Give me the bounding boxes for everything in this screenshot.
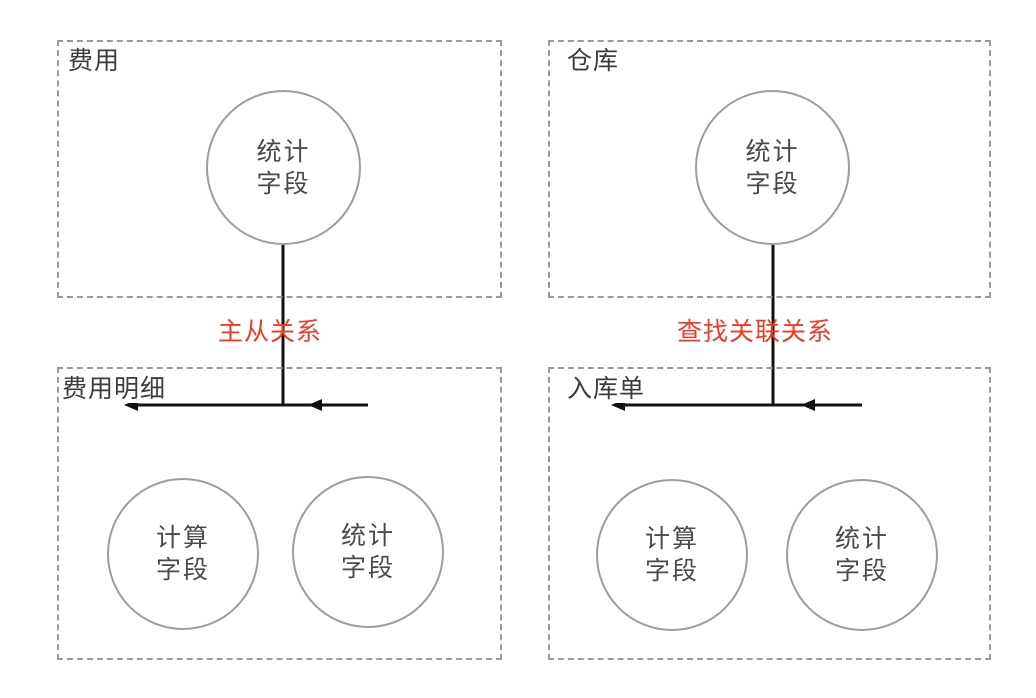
field-node-label-line1: 统计 — [256, 137, 311, 166]
connector-left-group — [124, 245, 368, 411]
field-node-label-line2: 字段 — [340, 554, 395, 582]
entity-panel-title-inbound-order: 入库单 — [565, 375, 648, 403]
field-node-label-line1: 计算 — [155, 524, 210, 552]
field-node-label-line2: 字段 — [834, 557, 889, 585]
field-node-warehouse-stat[interactable]: 统计 字段 — [695, 90, 850, 245]
field-node-inbound-order-stat[interactable]: 统计 字段 — [786, 479, 938, 631]
entity-panel-expense — [57, 40, 502, 298]
field-node-label-line1: 统计 — [340, 522, 395, 550]
field-node-expense-stat[interactable]: 统计 字段 — [206, 90, 361, 245]
entity-panel-title-expense-detail: 费用明细 — [60, 375, 169, 403]
field-node-label-line1: 统计 — [745, 137, 800, 166]
entity-panel-title-expense: 费用 — [66, 47, 123, 75]
relation-label-lookup: 查找关联关系 — [677, 318, 834, 346]
field-node-expense-detail-calc[interactable]: 计算 字段 — [107, 478, 259, 630]
field-node-inbound-order-calc[interactable]: 计算 字段 — [596, 479, 748, 631]
field-node-label-line2: 字段 — [644, 557, 699, 585]
entity-panel-title-warehouse: 仓库 — [565, 47, 622, 75]
entity-panel-expense-detail — [57, 367, 502, 660]
field-node-label-line2: 字段 — [256, 169, 311, 198]
entity-panel-warehouse — [548, 40, 991, 298]
field-node-label-line1: 计算 — [644, 525, 699, 553]
field-node-expense-detail-stat[interactable]: 统计 字段 — [292, 476, 444, 628]
field-node-label-line1: 统计 — [834, 525, 889, 553]
field-node-label-line2: 字段 — [155, 556, 210, 584]
connector-right-group — [611, 245, 862, 411]
entity-panel-inbound-order — [548, 367, 991, 660]
relation-label-master-detail: 主从关系 — [218, 318, 323, 346]
field-node-label-line2: 字段 — [745, 169, 800, 198]
